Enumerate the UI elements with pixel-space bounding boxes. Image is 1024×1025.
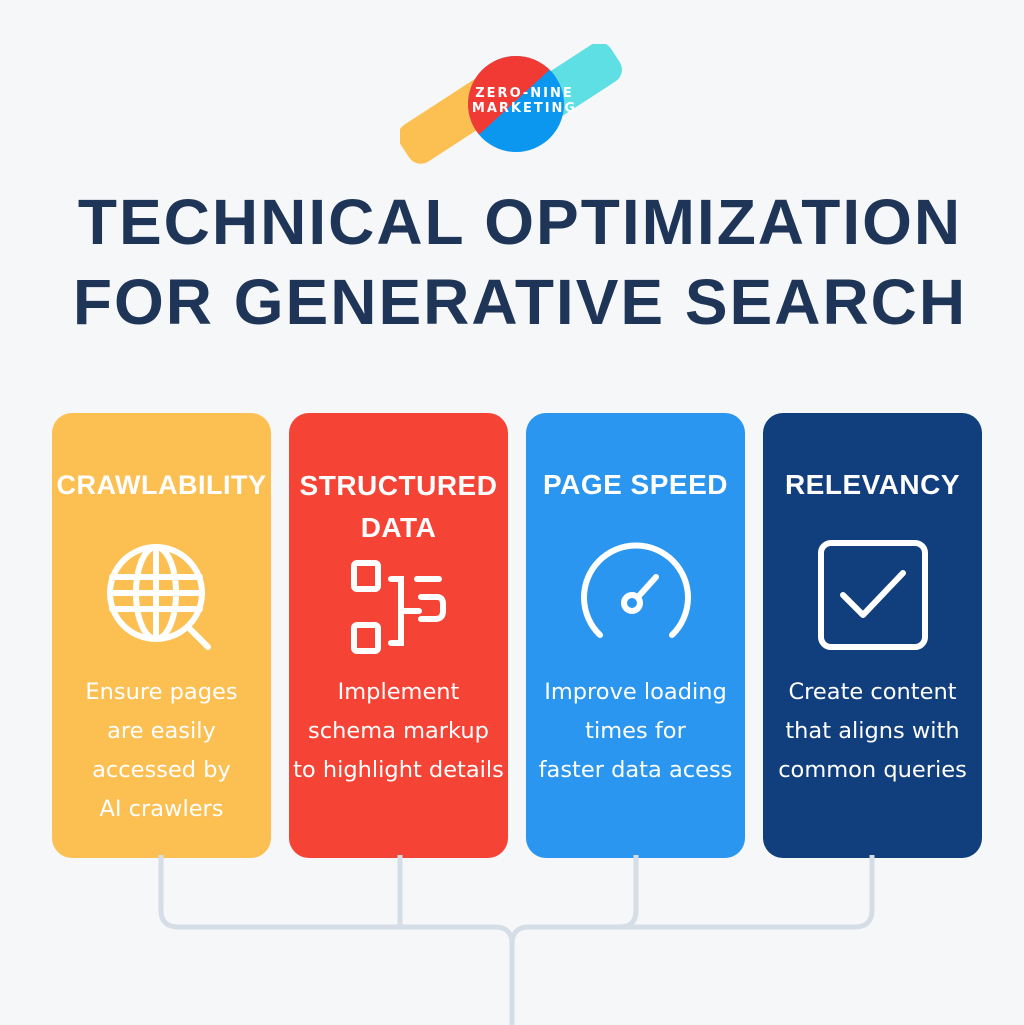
card-body-line: times for <box>585 718 686 744</box>
card-structured-data: STRUCTURED DATA Implement schema markup … <box>289 413 508 858</box>
logo: ZERO-NINE MARKETING <box>398 42 625 164</box>
card-heading: CRAWLABILITY <box>56 470 267 500</box>
card-body-line: that aligns with <box>785 718 960 744</box>
card-body-line: accessed by <box>92 757 231 783</box>
globe-search-icon <box>106 544 211 650</box>
card-body-line: AI crawlers <box>99 796 224 822</box>
checkbox-icon <box>817 540 928 650</box>
connector-lines <box>158 855 875 1025</box>
card-heading-line1: STRUCTURED <box>299 470 498 501</box>
card-body-line: are easily <box>107 718 216 744</box>
card-relevancy: RELEVANCY Create content that aligns wit… <box>763 413 982 858</box>
title-line1: TECHNICAL OPTIMIZATION <box>77 186 963 258</box>
logo-text-line2: MARKETING <box>471 101 578 116</box>
card-body-line: Implement <box>337 679 460 705</box>
card-page-speed: PAGE SPEED Improve loading times for fas… <box>526 413 745 858</box>
logo-mark-icon <box>398 42 622 164</box>
card-crawlability: CRAWLABILITY Ensure pages are easily acc… <box>52 413 271 858</box>
connector-relevancy <box>529 855 875 930</box>
card-heading-line2: DATA <box>360 512 437 543</box>
card-body-line: Improve loading <box>544 679 727 705</box>
card-heading: RELEVANCY <box>784 469 961 500</box>
card-body-line: to highlight details <box>293 757 504 783</box>
connector-trunk <box>494 924 530 1025</box>
card-body-line: faster data acess <box>538 757 733 783</box>
card-heading: STRUCTURED DATA <box>289 465 508 549</box>
connector-crawlability <box>158 855 495 930</box>
card-body-line: Ensure pages <box>85 679 238 705</box>
card-heading: PAGE SPEED <box>543 469 728 500</box>
logo-text-line1: ZERO-NINE <box>475 86 574 101</box>
structured-data-icon <box>350 560 446 654</box>
card-body-line: common queries <box>778 757 967 783</box>
title-line2: FOR GENERATIVE SEARCH <box>72 266 968 338</box>
card-body-line: Create content <box>788 679 957 705</box>
page-title: TECHNICAL OPTIMIZATION FOR GENERATIVE SE… <box>0 182 1024 342</box>
connector-page-speed <box>619 855 639 930</box>
speedometer-icon <box>580 542 691 638</box>
card-body-line: schema markup <box>308 718 489 744</box>
